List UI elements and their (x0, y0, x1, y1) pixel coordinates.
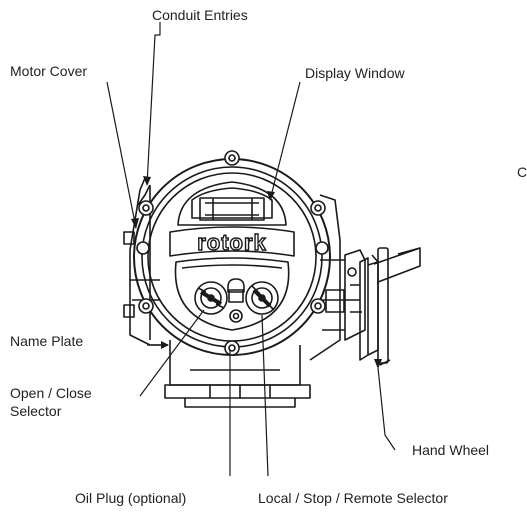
oil-plug (227, 278, 245, 323)
right-housing (309, 194, 345, 361)
cover-bolts (136, 150, 329, 356)
leader-motor-cover (106, 81, 137, 229)
open-close-knob (194, 281, 228, 315)
leader-display-window (269, 81, 301, 201)
label-open-close-selector-line1: Open / Close (10, 385, 92, 401)
leader-local-stop-remote (261, 314, 269, 477)
display-window (177, 181, 287, 226)
leader-open-close (139, 309, 205, 397)
brand-logo: rotork (197, 230, 267, 255)
selector-recess (174, 257, 290, 331)
label-hand-wheel: Hand Wheel (412, 442, 490, 458)
leader-hand-wheel (377, 367, 396, 451)
label-local-stop-remote: Local / Stop / Remote Selector (258, 490, 448, 506)
label-name-plate: Name Plate (10, 333, 84, 349)
label-open-close-selector-line2: Selector (10, 403, 62, 419)
hand-wheel-assembly (344, 247, 421, 366)
leader-arrows (131, 176, 382, 369)
leader-lines (106, 22, 396, 477)
local-stop-remote-knob (245, 281, 279, 315)
label-display-window: Display Window (305, 65, 405, 81)
label-conduit-entries: Conduit Entries (152, 7, 248, 23)
logo-band (169, 226, 295, 257)
label-cropped-edge: C (517, 164, 527, 180)
label-oil-plug: Oil Plug (optional) (75, 490, 187, 506)
gearbox-base (164, 340, 311, 408)
label-motor-cover: Motor Cover (10, 63, 88, 79)
leader-conduit-entries (146, 22, 161, 186)
